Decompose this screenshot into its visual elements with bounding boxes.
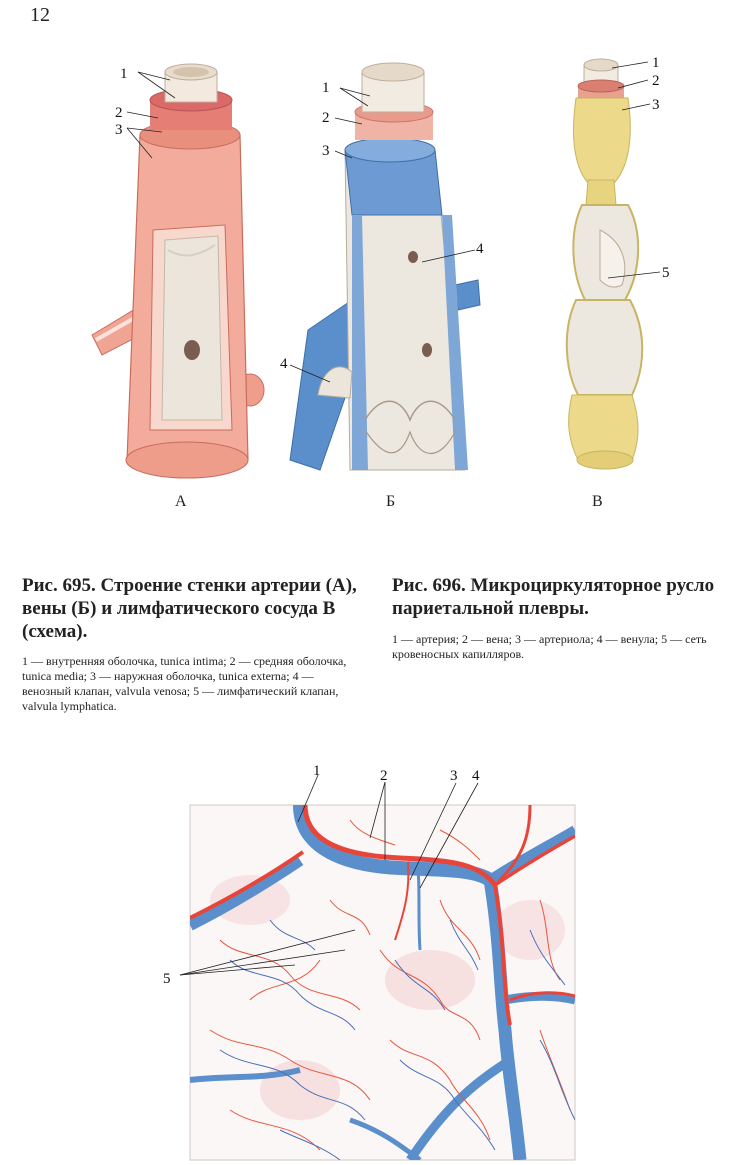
callout-696-2: 2 <box>380 768 388 784</box>
callout-696-4: 4 <box>472 768 480 784</box>
callout-b-3: 3 <box>322 143 330 159</box>
callout-696-1: 1 <box>313 763 321 779</box>
lymph-vessel-diagram: 1 2 3 5 <box>565 55 670 470</box>
callout-v-5: 5 <box>662 265 670 281</box>
figure-696-caption-legend: 1 — артерия; 2 — вена; 3 — артериола; 4 … <box>392 632 707 661</box>
callout-v-2: 2 <box>652 73 660 89</box>
vein-diagram: 1 2 3 4 4 <box>280 62 484 471</box>
callout-b-4-left: 4 <box>280 356 288 372</box>
callout-696-3: 3 <box>450 768 458 784</box>
page-number: 12 <box>30 4 50 26</box>
panel-letter-b: Б <box>386 493 396 510</box>
callout-b-4-right: 4 <box>476 241 484 257</box>
callout-a-3: 3 <box>115 122 123 138</box>
figure-696-caption-title: Рис. 696. Микроциркуляторное русло парие… <box>392 575 715 619</box>
panel-letter-a: А <box>175 493 187 510</box>
callout-b-2: 2 <box>322 110 330 126</box>
microcirculation-network <box>190 805 575 1160</box>
callout-v-3: 3 <box>652 97 660 113</box>
callout-696-5: 5 <box>163 971 171 987</box>
artery-diagram: 1 2 3 <box>91 63 265 479</box>
callout-a-1: 1 <box>120 66 128 82</box>
callout-b-1: 1 <box>322 80 330 96</box>
figure-695-caption-legend: 1 — внутренняя оболочка, tunica intima; … <box>22 654 347 713</box>
callout-a-2: 2 <box>115 105 123 121</box>
figure-695-illustration: 1 2 3 1 2 <box>91 55 670 479</box>
callout-v-1: 1 <box>652 55 660 71</box>
panel-letter-v: В <box>592 493 603 510</box>
figure-695-caption-title: Рис. 695. Строение стенки артерии (А), в… <box>22 575 357 642</box>
